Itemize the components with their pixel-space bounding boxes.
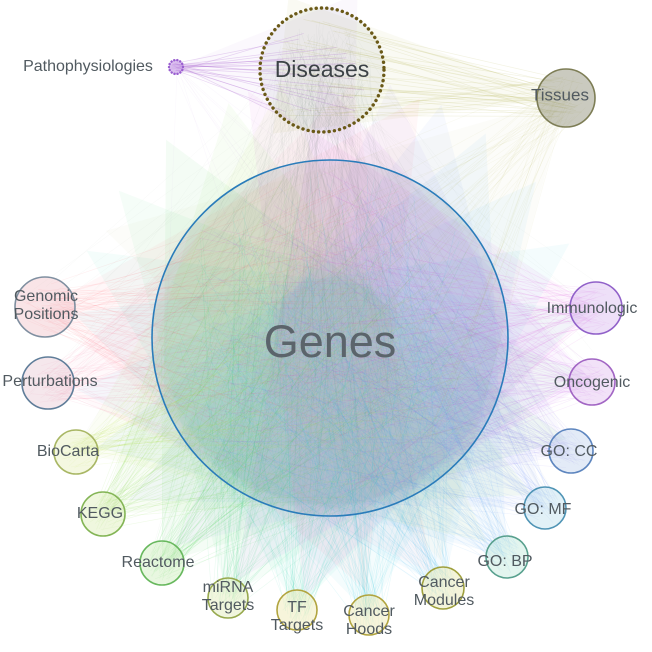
node-biocarta[interactable] [53,429,99,475]
node-go_bp[interactable] [485,535,529,579]
node-cancer_modules[interactable] [421,566,465,610]
node-circles [14,6,623,636]
node-genes[interactable] [151,159,509,517]
node-perturbations[interactable] [21,356,75,410]
node-mirna_targets[interactable] [207,577,249,619]
node-diseases[interactable] [258,6,386,134]
node-cancer_hoods[interactable] [348,594,390,636]
node-tf_targets[interactable] [276,589,318,631]
node-immunologic[interactable] [569,281,623,335]
node-genomic_positions[interactable] [14,276,76,338]
hub-fills [152,8,508,516]
node-tissues[interactable] [536,68,596,128]
node-pathophysiologies[interactable] [167,58,185,76]
edge-washes [45,0,596,615]
node-oncogenic[interactable] [568,358,616,406]
node-go_mf[interactable] [523,486,567,530]
edge-lines [23,19,614,631]
node-go_cc[interactable] [548,428,594,474]
node-kegg[interactable] [80,491,126,537]
node-reactome[interactable] [139,540,185,586]
